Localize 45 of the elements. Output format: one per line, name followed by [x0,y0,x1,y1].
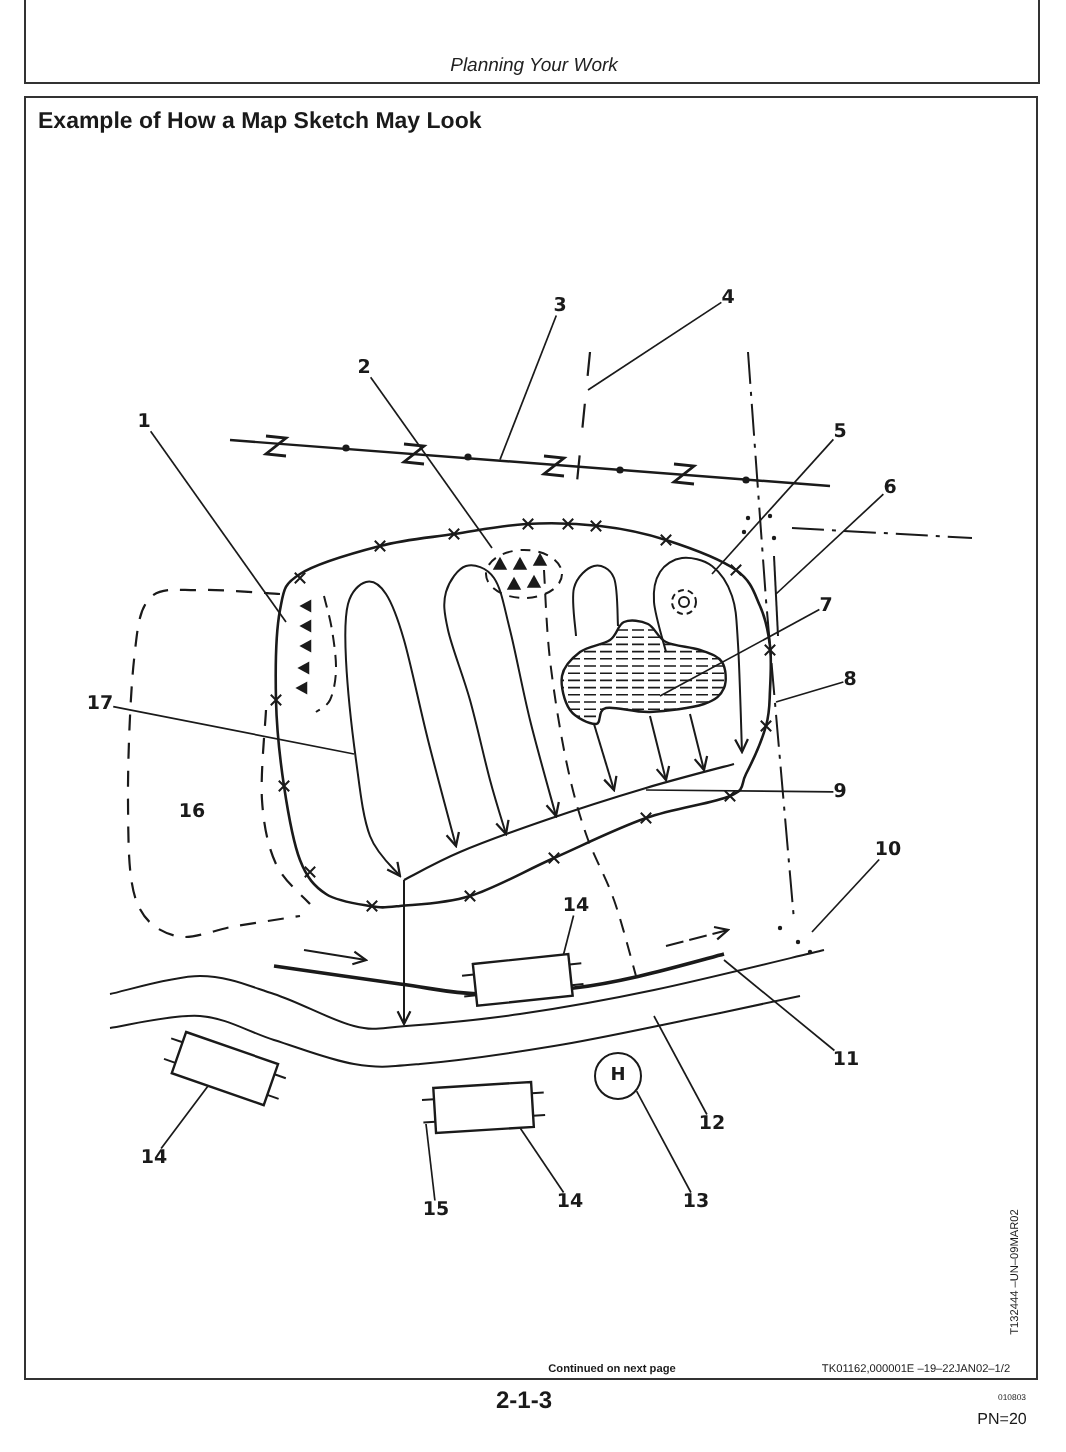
callout-number: 16 [178,802,206,822]
trailer-symbol [459,952,585,1008]
leader-line [711,438,835,575]
callout-number: 8 [843,670,857,690]
callout-number: 7 [819,596,833,616]
leader-line [562,914,575,956]
callout-number: 4 [721,288,735,308]
callout-number: 14 [556,1192,584,1212]
leader-line [775,493,885,595]
trailer-symbol [420,1080,548,1136]
page-number: 2-1-3 [496,1388,552,1412]
page-code: PN=20 [977,1412,1027,1428]
leader-line [659,608,821,697]
callout-number: 17 [86,694,114,714]
leader-line [160,1085,209,1150]
callout-number: 11 [832,1050,860,1070]
trailer-symbol [162,1030,289,1108]
figure-title: Example of How a Map Sketch May Look [38,112,482,135]
leader-line [645,789,835,793]
leader-line [653,1015,708,1116]
leader-line [519,1127,565,1194]
callout-number: 1 [137,412,151,432]
leader-line [723,959,836,1052]
leader-line [587,301,723,391]
callout-number: 5 [833,422,847,442]
leader-line [811,858,881,933]
leader-line [775,681,845,703]
callout-number: 14 [140,1148,168,1168]
callout-number: 15 [422,1200,450,1220]
callout-number: 14 [562,896,590,916]
callout-number: 3 [553,296,567,316]
callout-number: 9 [833,782,847,802]
callout-number: 6 [883,478,897,498]
running-header: Planning Your Work [450,56,618,76]
leader-line [635,1090,692,1194]
callout-number: 10 [874,840,902,860]
leader-line [369,376,493,549]
callout-number: 13 [682,1192,710,1212]
leader-line [425,1123,436,1202]
helipad-marker: H [594,1052,642,1100]
leader-line [149,430,287,623]
callout-number: 12 [698,1114,726,1134]
leader-line [112,705,355,755]
leader-line [499,314,558,461]
callout-number: 2 [357,358,371,378]
